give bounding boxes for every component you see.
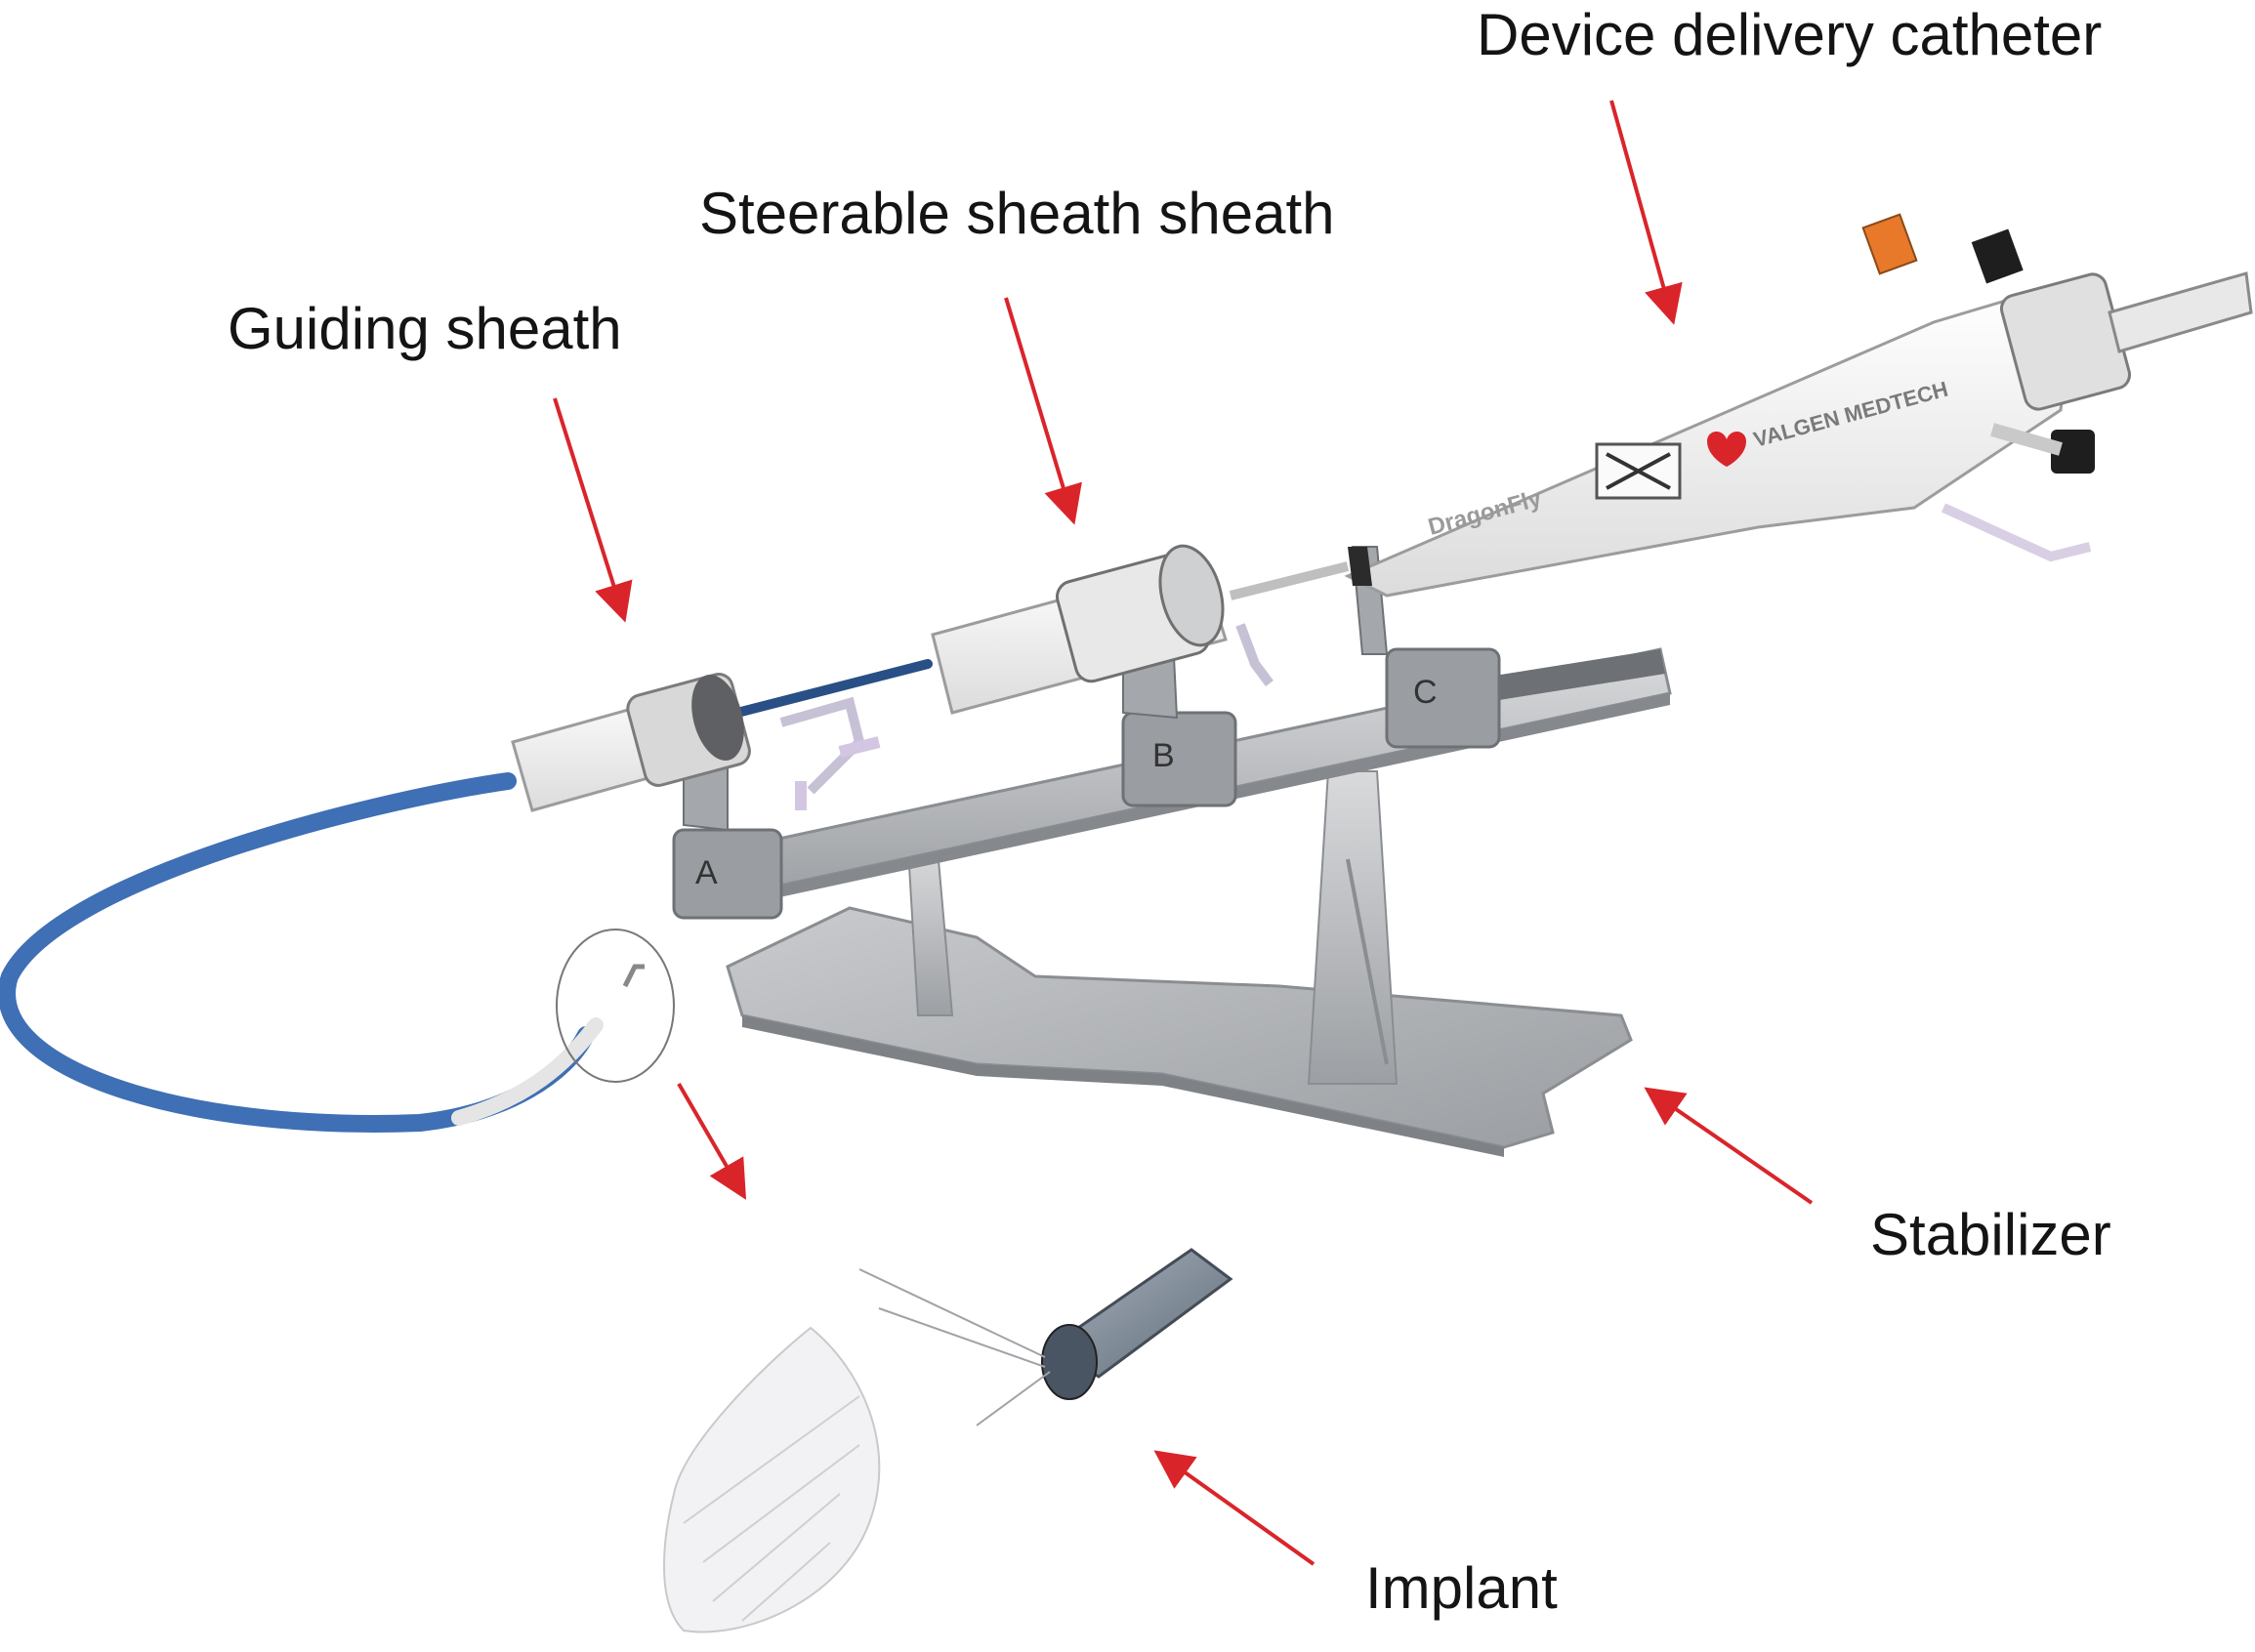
arrow-stabilizer bbox=[1644, 1087, 1814, 1205]
implant bbox=[663, 1248, 1233, 1633]
device-delivery-catheter-label: Device delivery catheter bbox=[1477, 2, 2103, 67]
arrow-implant-detail bbox=[677, 1082, 747, 1200]
guiding-sheath-label: Guiding sheath bbox=[228, 296, 622, 361]
steerable-sheath-label: Steerable sheath sheath bbox=[699, 181, 1335, 246]
stabilizer-label: Stabilizer bbox=[1870, 1202, 2111, 1267]
device-delivery-catheter-body: VALGEN MEDTECH DragonFly bbox=[1344, 213, 2253, 598]
annotation-arrows bbox=[553, 100, 1814, 1566]
arrow-device-delivery-catheter bbox=[1609, 100, 1683, 325]
clamp-a-letter: A bbox=[695, 854, 718, 891]
steerable-sheath-handle bbox=[931, 544, 1350, 715]
arrow-steerable-sheath bbox=[1004, 297, 1082, 525]
implant-label: Implant bbox=[1365, 1555, 1558, 1621]
clamp-c-letter: C bbox=[1413, 674, 1438, 711]
arrow-implant bbox=[1153, 1450, 1315, 1566]
stabilizer-base bbox=[726, 906, 1633, 1157]
arrow-guiding-sheath bbox=[553, 397, 633, 623]
guiding-sheath-handle bbox=[511, 673, 881, 812]
clamp-b-letter: B bbox=[1152, 737, 1175, 774]
